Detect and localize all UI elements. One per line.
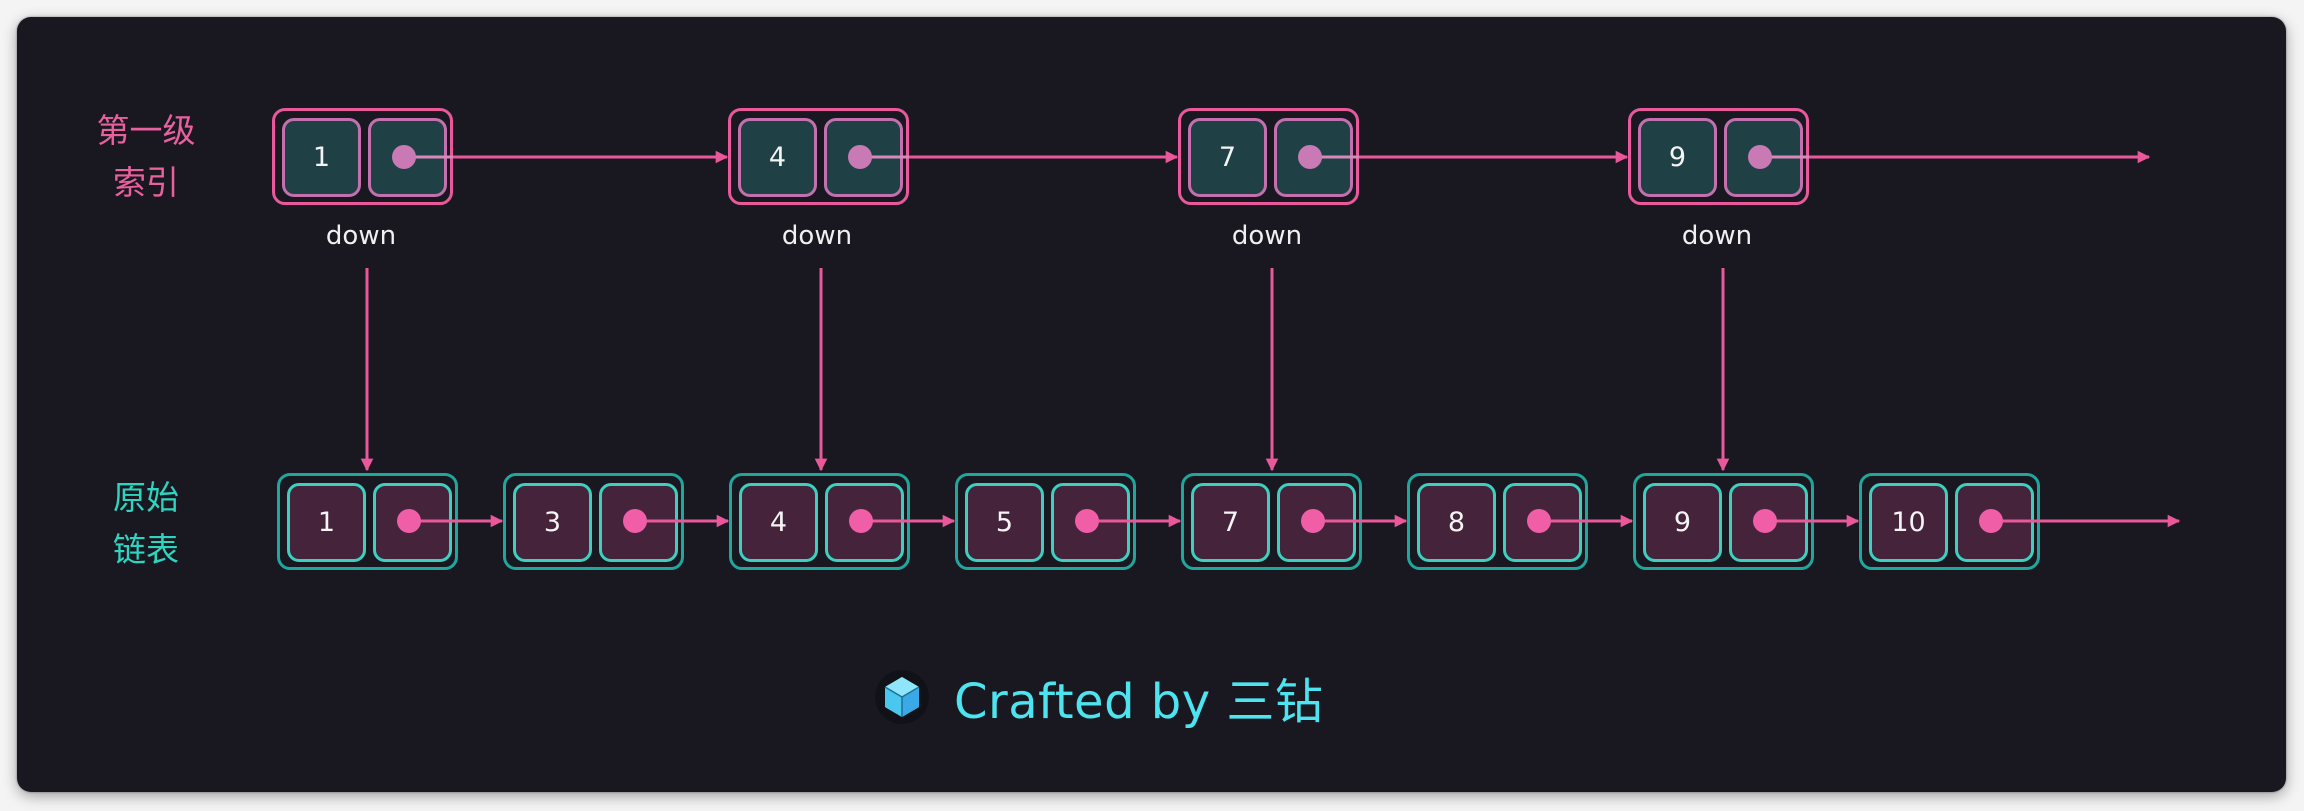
- node-value-cell: 9: [1638, 118, 1717, 197]
- node-next-pointer-cell: [368, 118, 447, 197]
- list-node-1: 3: [503, 473, 684, 570]
- diagram-canvas: 第一级 索引 原始 链表 1 4 7 9 1 3 4 5 7 8 9 10 Crafted by 三…: [17, 17, 2286, 792]
- node-value-cell: 4: [738, 118, 817, 197]
- node-value-cell: 3: [513, 483, 592, 562]
- node-value: 9: [1673, 507, 1692, 538]
- node-value: 4: [769, 507, 788, 538]
- index-level-label-line-1: 第一级: [96, 111, 196, 150]
- node-value-cell: 7: [1191, 483, 1270, 562]
- list-node-4: 7: [1181, 473, 1362, 570]
- watermark-text: Crafted by 三钻: [954, 674, 1324, 730]
- node-value-cell: 1: [287, 483, 366, 562]
- list-node-6: 9: [1633, 473, 1814, 570]
- node-value: 8: [1447, 507, 1466, 538]
- list-node-3: 5: [955, 473, 1136, 570]
- node-next-pointer-cell: [1274, 118, 1353, 197]
- node-value: 5: [995, 507, 1014, 538]
- node-next-pointer-cell: [1729, 483, 1808, 562]
- list-node-7: 10: [1859, 473, 2040, 570]
- node-value-cell: 8: [1417, 483, 1496, 562]
- list-node-0: 1: [277, 473, 458, 570]
- down-pointer-label: down: [1231, 221, 1303, 251]
- list-node-2: 4: [729, 473, 910, 570]
- node-value: 1: [312, 142, 331, 173]
- index-level-label-line-2: 索引: [113, 163, 179, 202]
- node-next-pointer-cell: [373, 483, 452, 562]
- original-list-label-line-1: 原始: [113, 478, 179, 517]
- original-list-label-line-2: 链表: [113, 530, 179, 569]
- node-value-cell: 4: [739, 483, 818, 562]
- node-next-pointer-cell: [1724, 118, 1803, 197]
- list-node-5: 8: [1407, 473, 1588, 570]
- node-next-pointer-cell: [825, 483, 904, 562]
- cube-logo-icon: [875, 670, 929, 724]
- index-node-0: 1: [272, 108, 453, 205]
- node-value: 4: [768, 142, 787, 173]
- node-value-cell: 9: [1643, 483, 1722, 562]
- node-value-cell: 7: [1188, 118, 1267, 197]
- node-value: 7: [1221, 507, 1240, 538]
- index-node-2: 7: [1178, 108, 1359, 205]
- node-next-pointer-cell: [1277, 483, 1356, 562]
- original-list-label: 原始 链表: [76, 472, 216, 576]
- node-value-cell: 10: [1869, 483, 1948, 562]
- node-next-pointer-cell: [1503, 483, 1582, 562]
- down-pointer-label: down: [1681, 221, 1753, 251]
- node-value: 9: [1668, 142, 1687, 173]
- index-node-3: 9: [1628, 108, 1809, 205]
- node-value: 3: [543, 507, 562, 538]
- node-next-pointer-cell: [824, 118, 903, 197]
- node-next-pointer-cell: [1955, 483, 2034, 562]
- node-value-cell: 1: [282, 118, 361, 197]
- index-level-label: 第一级 索引: [76, 105, 216, 209]
- down-pointer-label: down: [781, 221, 853, 251]
- node-value: 10: [1891, 507, 1926, 538]
- node-value: 7: [1218, 142, 1237, 173]
- node-next-pointer-cell: [1051, 483, 1130, 562]
- node-value-cell: 5: [965, 483, 1044, 562]
- node-value: 1: [317, 507, 336, 538]
- index-node-1: 4: [728, 108, 909, 205]
- watermark: Crafted by 三钻: [874, 662, 1323, 732]
- down-pointer-label: down: [325, 221, 397, 251]
- node-next-pointer-cell: [599, 483, 678, 562]
